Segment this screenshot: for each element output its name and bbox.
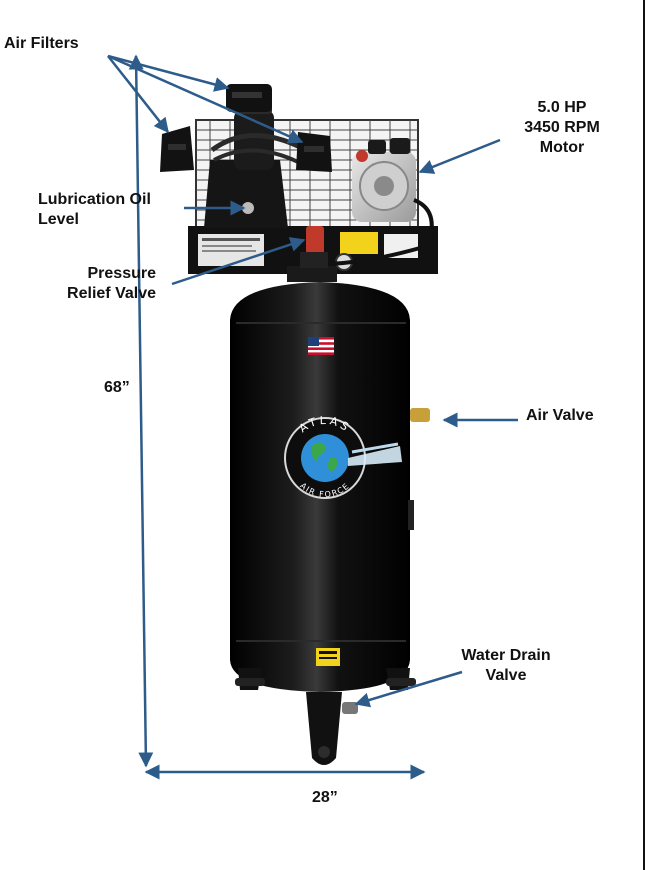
- pressure-relief-valve-part: [300, 226, 421, 271]
- us-flag-icon: [308, 337, 334, 355]
- arrow-motor: [418, 138, 501, 174]
- water-drain-valve-part: [342, 702, 358, 714]
- callout-arrows: [107, 54, 518, 780]
- label-water-drain-valve: Water Drain Valve: [461, 647, 551, 684]
- atlas-globe-logo-icon: ATLAS AIR FORCE: [284, 414, 402, 499]
- label-motor: 5.0 HP 3450 RPM Motor: [524, 99, 600, 156]
- label-width: 28”: [312, 789, 338, 806]
- arrow-water-drain: [354, 670, 463, 708]
- arrow-air-filter-top: [107, 54, 230, 92]
- label-height: 68”: [104, 379, 130, 396]
- height-dimension-line: [128, 54, 154, 768]
- right-border-line: [643, 0, 645, 870]
- arrow-pressure-relief: [171, 237, 306, 286]
- label-air-filters: Air Filters: [4, 35, 79, 52]
- electric-motor: [352, 138, 434, 247]
- label-lubrication-oil-level: Lubrication Oil Level: [38, 191, 151, 228]
- air-filter-right-icon: [296, 132, 332, 172]
- warning-sticker: [340, 232, 378, 254]
- label-pressure-relief-valve: Pressure Relief Valve: [67, 265, 156, 302]
- air-filter-top-icon: [226, 84, 272, 112]
- air-valve-part: [410, 408, 430, 422]
- warning-label-icon: [316, 648, 340, 666]
- air-filter-left-icon: [160, 126, 194, 172]
- label-air-valve: Air Valve: [526, 407, 594, 424]
